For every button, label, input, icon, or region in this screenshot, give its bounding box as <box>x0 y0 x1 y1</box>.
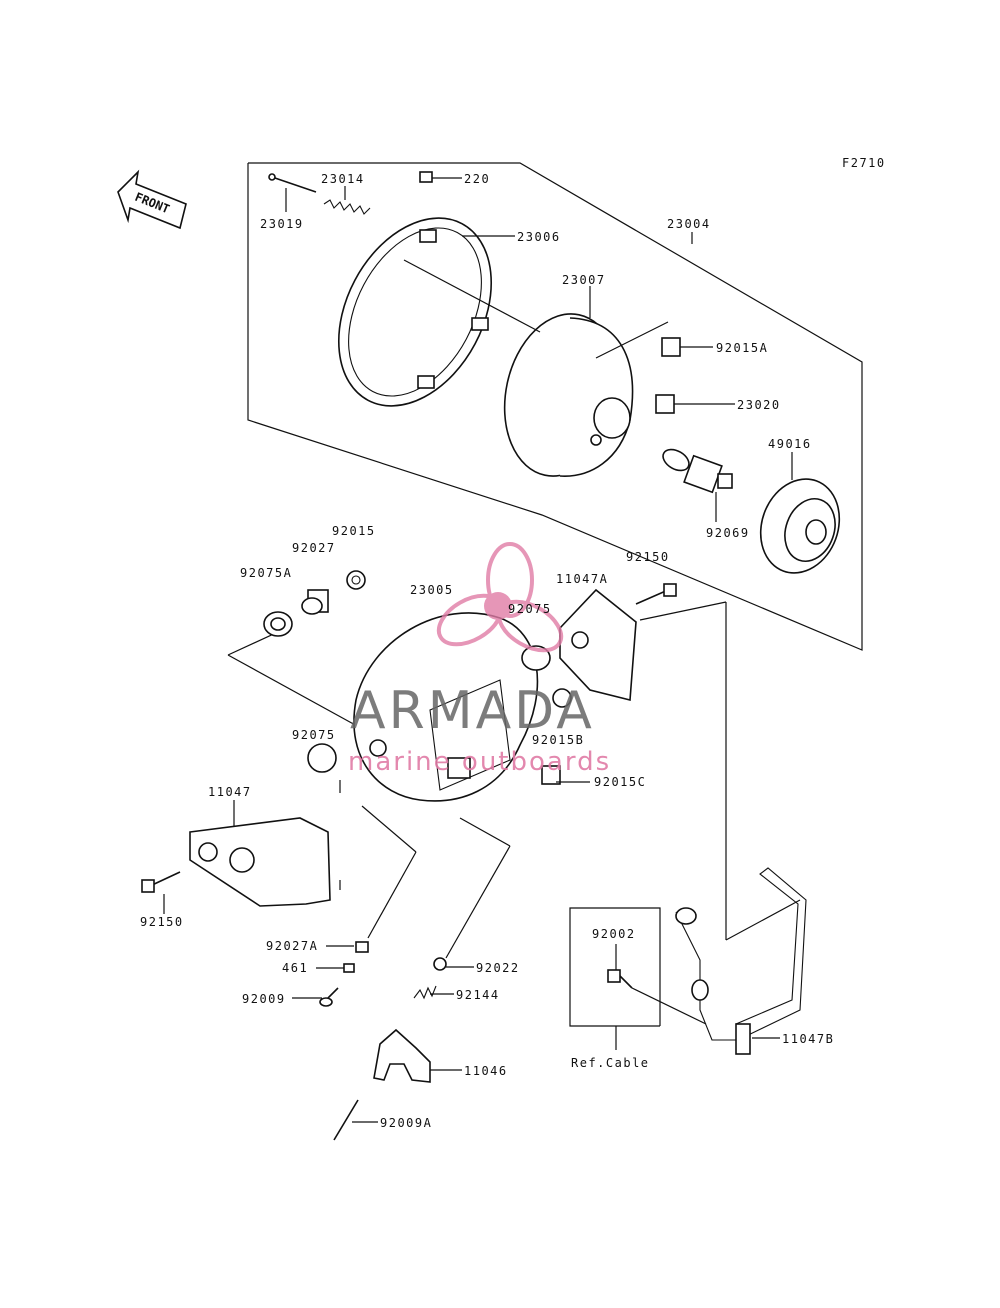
reflector-unit <box>503 313 634 477</box>
screw-23019 <box>268 173 317 193</box>
nut-92015B <box>552 688 572 708</box>
part-92015C: 92015C <box>594 775 646 789</box>
part-23020: 23020 <box>737 398 781 412</box>
bolt-92150-left <box>141 871 181 893</box>
nut-92022 <box>433 957 447 971</box>
screw-92002 <box>607 969 633 989</box>
spring-23014 <box>323 199 371 215</box>
part-92009: 92009 <box>242 992 286 1006</box>
ref-cable-note: Ref.Cable <box>571 1056 650 1070</box>
part-92075-left: 92075 <box>292 728 336 742</box>
part-23019: 23019 <box>260 217 304 231</box>
ref-cable-box <box>569 907 661 1027</box>
armada-watermark: ARMADA marine outboards <box>348 542 611 777</box>
part-220: 220 <box>464 172 490 186</box>
propeller-logo-icon <box>436 542 564 653</box>
screw-220 <box>419 171 433 183</box>
part-92075-top: 92075 <box>508 602 552 616</box>
nut-92027A <box>355 941 369 953</box>
part-92150-top: 92150 <box>626 550 670 564</box>
bracket-11047A <box>559 588 637 702</box>
bulb-92069 <box>662 448 733 494</box>
part-92027: 92027 <box>292 541 336 555</box>
part-92069: 92069 <box>706 526 750 540</box>
part-11046: 11046 <box>464 1064 508 1078</box>
part-11047B: 11047B <box>782 1032 834 1046</box>
clip-92015A <box>661 337 681 357</box>
part-92015B: 92015B <box>532 733 584 747</box>
dust-cover-49016 <box>759 478 841 574</box>
part-92027A: 92027A <box>266 939 318 953</box>
watermark-subtitle: marine outboards <box>348 747 611 777</box>
nut-92015C <box>541 765 561 785</box>
headlight-housing <box>353 612 539 802</box>
bracket-11047B <box>675 867 807 1055</box>
bracket-11047 <box>189 817 331 907</box>
grommet-92075-left <box>307 743 337 773</box>
clip-23020 <box>655 394 675 414</box>
figure-code: F2710 <box>842 156 886 170</box>
watermark-title: ARMADA <box>350 681 595 741</box>
front-arrow-icon: FRONT <box>117 169 187 230</box>
screw-92009 <box>319 987 339 1007</box>
grommet-92075A <box>263 611 293 637</box>
part-23014: 23014 <box>321 172 365 186</box>
part-92002: 92002 <box>592 927 636 941</box>
part-23004: 23004 <box>667 217 711 231</box>
bolt-92150-top <box>635 583 677 605</box>
headlight-rim <box>337 217 493 407</box>
collar-92027 <box>301 589 329 615</box>
assembly-outline-23004 <box>247 162 863 651</box>
part-92015A: 92015A <box>716 341 768 355</box>
part-461: 461 <box>282 961 308 975</box>
part-11047: 11047 <box>208 785 252 799</box>
part-92015: 92015 <box>332 524 376 538</box>
part-92009A: 92009A <box>380 1116 432 1130</box>
part-11047A: 11047A <box>556 572 608 586</box>
nut-92015 <box>346 570 366 590</box>
part-49016: 49016 <box>768 437 812 451</box>
part-92022: 92022 <box>476 961 520 975</box>
part-23007: 23007 <box>562 273 606 287</box>
part-92075A: 92075A <box>240 566 292 580</box>
bolt-92009A <box>333 1099 359 1141</box>
part-23006: 23006 <box>517 230 561 244</box>
part-92150-left: 92150 <box>140 915 184 929</box>
part-23005: 23005 <box>410 583 454 597</box>
part-92144: 92144 <box>456 988 500 1002</box>
screw-461 <box>343 963 355 973</box>
bracket-11046 <box>373 1028 431 1083</box>
spring-92144 <box>413 985 437 1000</box>
